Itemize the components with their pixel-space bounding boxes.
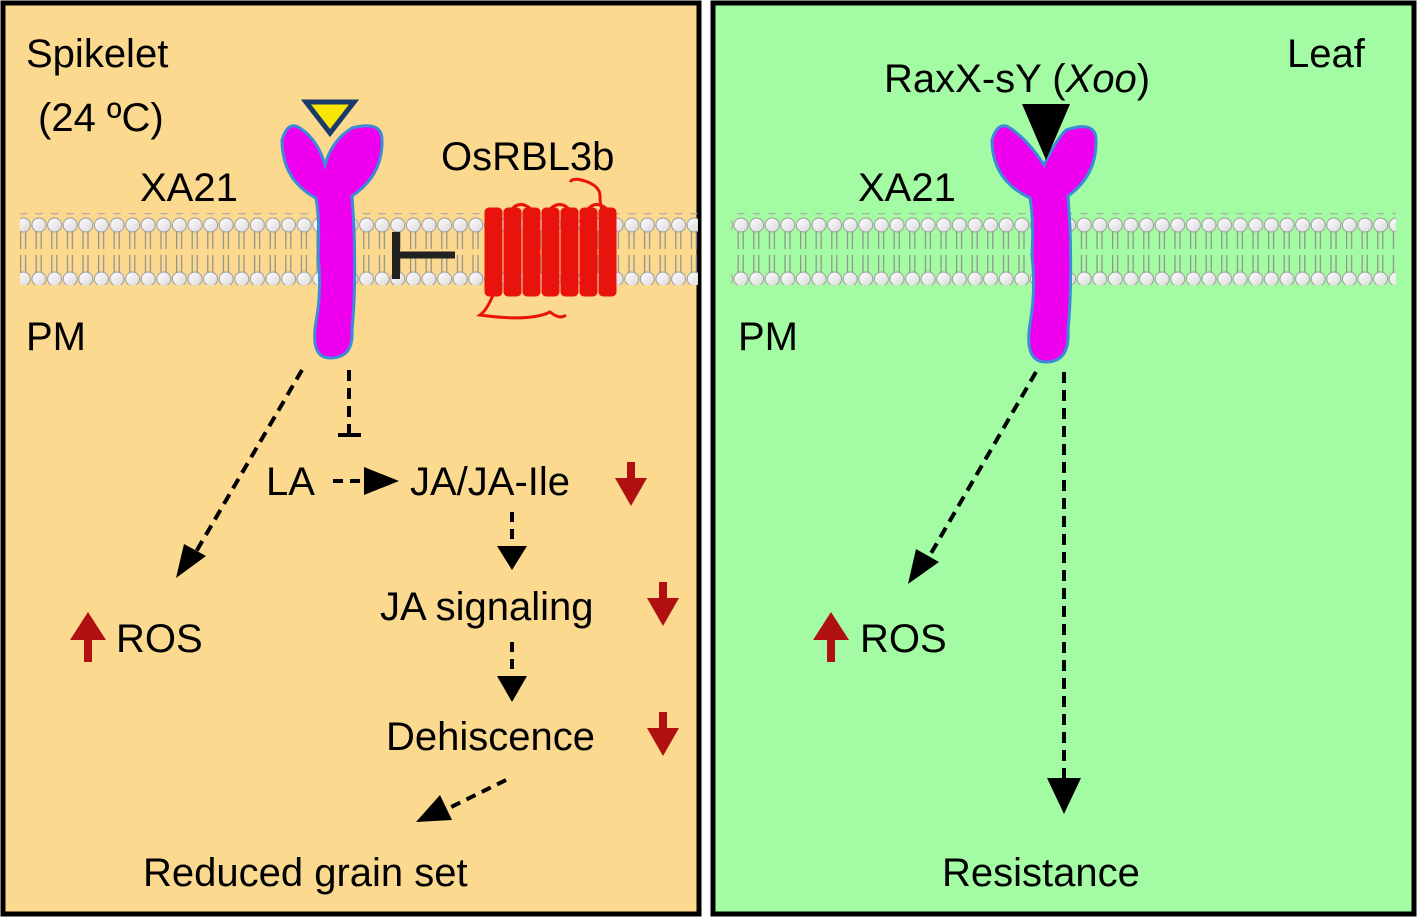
right-ros-up-arrow-icon [813,612,849,662]
left-title-line1: Spikelet [26,32,168,76]
left-membrane-label: PM [26,315,86,359]
ja-signaling-label: JA signaling [380,585,593,629]
ligand-triangle-icon [300,99,360,138]
left-title-line2: (24 ºC) [38,96,164,140]
ja-label: JA/JA-Ile [410,460,570,504]
dehiscence-label: Dehiscence [386,715,595,759]
right-xa21-receptor-icon [990,124,1098,364]
outcome-resistance-label: Resistance [942,851,1140,895]
osrbl3b-protein-icon [476,177,617,320]
inhibitor-label: OsRBL3b [441,135,614,179]
right-ros-label: ROS [860,617,947,661]
left-ros-label: ROS [116,617,203,661]
la-label: LA [266,460,315,504]
right-arrows [908,370,1081,814]
left-receptor-label: XA21 [140,166,238,210]
dehiscence-down-arrow-icon [647,712,679,756]
left-arrows [176,368,527,822]
right-panel: Leaf RaxX-sY (Xoo) XA21 PM ROS Resistanc… [710,0,1417,917]
left-panel: Spikelet (24 ºC) XA21 OsRBL3b PM [0,0,702,917]
left-ros-up-arrow-icon [70,612,106,662]
right-receptor-label: XA21 [858,166,956,210]
inhibition-bar-icon [392,232,455,279]
ligand-label: RaxX-sY (Xoo) [884,57,1150,101]
raxx-ligand-triangle-icon [1022,104,1070,160]
left-xa21-receptor-icon [280,124,384,360]
ja-signaling-down-arrow-icon [647,582,679,626]
outcome-reduced-grain-label: Reduced grain set [143,851,468,895]
right-title: Leaf [1287,32,1366,76]
right-membrane-label: PM [738,315,798,359]
ja-down-arrow-icon [615,462,647,506]
